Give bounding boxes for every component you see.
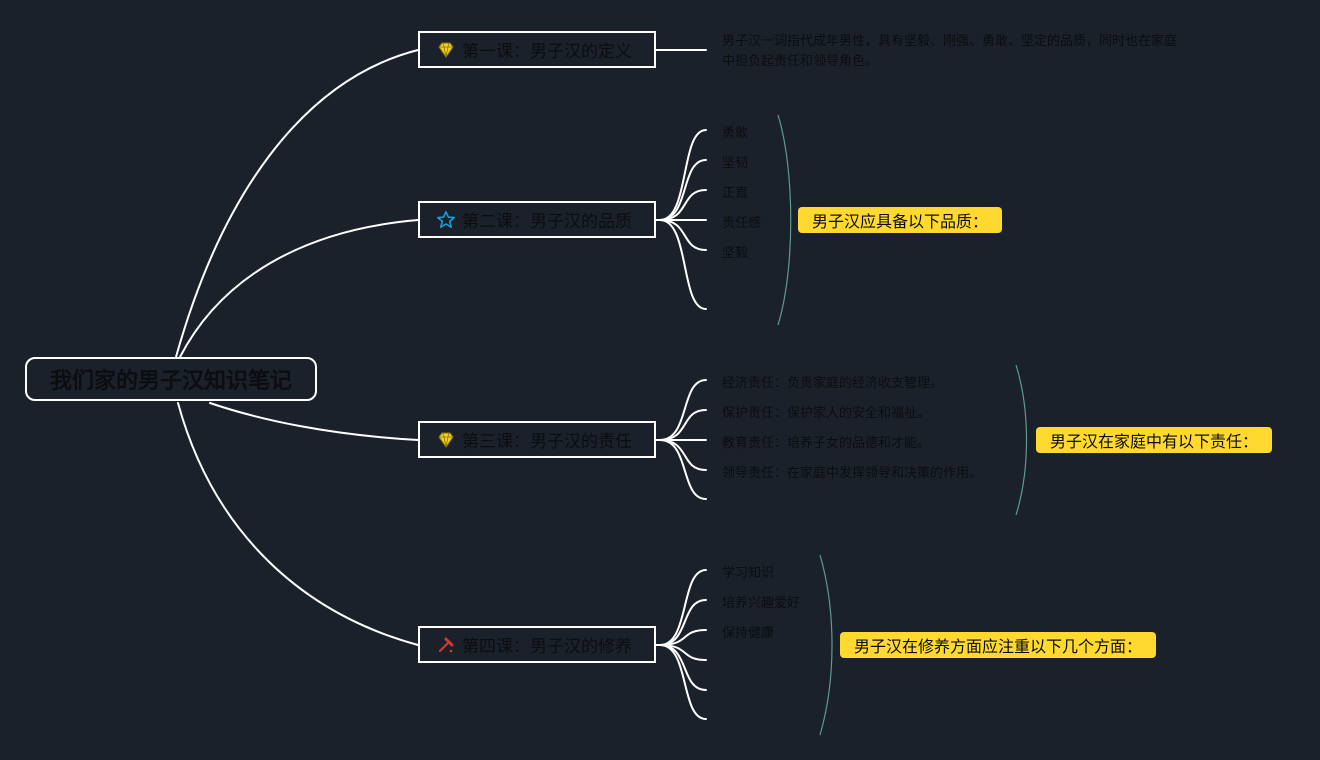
- branch-topic-cultivation[interactable]: 第四课：男子汉的修养: [418, 626, 656, 663]
- diamond-icon: [438, 42, 454, 58]
- branch-title: 第二课：男子汉的品质: [462, 212, 632, 232]
- summary-text: 男子汉在家庭中有以下责任：: [1050, 432, 1259, 451]
- branch-title: 第一课：男子汉的定义: [462, 42, 632, 62]
- diamond-icon: [438, 432, 454, 448]
- summary-label-cultivation[interactable]: 男子汉在修养方面应注重以下几个方面：: [840, 632, 1157, 658]
- definition-paragraph: 男子汉一词指代成年男性，具有坚毅、刚强、勇敢、坚定的品质，同时也在家庭 中担负起…: [722, 32, 1222, 72]
- hammer-icon: [438, 637, 454, 652]
- branch-topic-qualities[interactable]: 第二课：男子汉的品质: [418, 201, 656, 238]
- star-icon: [437, 210, 455, 228]
- branch-topic-responsibilities[interactable]: 第三课：男子汉的责任: [418, 421, 656, 458]
- list-item[interactable]: 责任感: [722, 216, 762, 231]
- list-item[interactable]: 坚韧: [722, 156, 749, 171]
- list-item[interactable]: 经济责任：负责家庭的经济收支管理。: [722, 376, 944, 391]
- list-item[interactable]: 坚毅: [722, 246, 749, 261]
- list-item[interactable]: 正直: [722, 186, 749, 201]
- branch-topic-definition[interactable]: 第一课：男子汉的定义: [418, 31, 656, 68]
- list-item[interactable]: 学习知识: [722, 566, 775, 581]
- root-title: 我们家的男子汉知识笔记: [49, 369, 292, 394]
- list-item[interactable]: 保护责任：保护家人的安全和福祉。: [722, 406, 931, 421]
- summary-text: 男子汉在修养方面应注重以下几个方面：: [854, 637, 1143, 656]
- summary-label-responsibilities[interactable]: 男子汉在家庭中有以下责任：: [1036, 427, 1273, 453]
- root-connector-1: [175, 49, 419, 358]
- summary-brace-4: [819, 554, 833, 736]
- root-connector-3: [209, 402, 419, 441]
- list-item[interactable]: 教育责任：培养子女的品德和才能。: [722, 436, 931, 451]
- summary-brace-3: [1015, 364, 1028, 516]
- branch-title: 第三课：男子汉的责任: [462, 432, 632, 452]
- branch-title: 第四课：男子汉的修养: [462, 637, 632, 657]
- summary-label-qualities[interactable]: 男子汉应具备以下品质：: [798, 207, 1003, 233]
- root-connector-4: [177, 402, 419, 646]
- root-connector-2: [179, 219, 419, 358]
- paragraph-line: 男子汉一词指代成年男性，具有坚毅、刚强、勇敢、坚定的品质，同时也在家庭: [722, 34, 1178, 49]
- list-item[interactable]: 领导责任：在家庭中发挥领导和决策的作用。: [722, 466, 983, 481]
- list-item[interactable]: 保持健康: [722, 626, 775, 641]
- paragraph-line: 中担负起责任和领导角色。: [722, 54, 879, 69]
- list-item[interactable]: 勇敢: [722, 126, 749, 141]
- summary-text: 男子汉应具备以下品质：: [812, 212, 989, 231]
- summary-brace-2: [777, 114, 792, 326]
- root-topic[interactable]: 我们家的男子汉知识笔记: [25, 357, 317, 401]
- list-item[interactable]: 培养兴趣爱好: [722, 596, 801, 611]
